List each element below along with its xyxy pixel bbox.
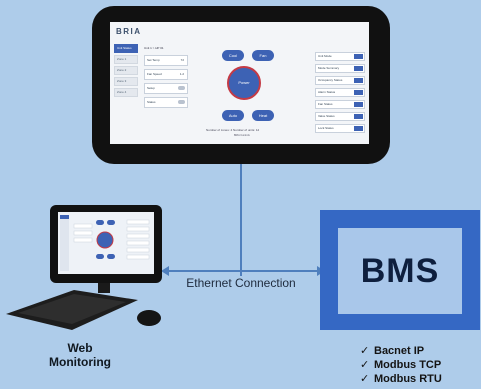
protocol-item: ✓ Bacnet IP	[360, 344, 442, 358]
keyboard-keys	[18, 294, 126, 324]
sidebar-item[interactable]: Zone 4	[114, 88, 138, 97]
status-item-label: Lock Status	[318, 126, 334, 130]
tablet-connector-line	[240, 164, 242, 276]
field-label: Status	[147, 100, 156, 104]
bms-inner-panel	[338, 228, 462, 314]
status-toggle[interactable]: Status	[144, 97, 188, 108]
web-label-line1: Web	[67, 341, 93, 355]
mini-status	[126, 254, 150, 260]
toggle-switch[interactable]	[178, 86, 185, 90]
ethernet-connector-line	[168, 270, 318, 272]
status-item[interactable]: Valve Status	[315, 112, 365, 121]
protocol-label: Modbus TCP	[374, 359, 442, 371]
mini-button	[96, 254, 104, 259]
protocol-label: Modbus RTU	[374, 373, 442, 385]
setup-toggle[interactable]: Setup	[144, 83, 188, 94]
screen-status-list: Unit Mode Mode Summary Occupancy Status …	[315, 52, 365, 136]
mini-button	[107, 254, 115, 259]
fan-speed-field[interactable]: Fan Speed 1.2	[144, 69, 188, 80]
sidebar-item[interactable]: Zone 3	[114, 77, 138, 86]
mini-sidebar	[60, 215, 69, 271]
status-item-label: Fan Status	[318, 102, 333, 106]
status-indicator	[354, 90, 363, 95]
sidebar-item[interactable]: Zone 2	[114, 66, 138, 75]
status-item[interactable]: Fan Status	[315, 100, 365, 109]
status-item[interactable]: Lock Status	[315, 124, 365, 133]
sidebar-item[interactable]: Unit Status	[114, 44, 138, 53]
status-item-label: Unit Mode	[318, 54, 332, 58]
status-item[interactable]: Mode Summary	[315, 64, 365, 73]
tablet-screen: BRIA Unit Status Zone 1 Zone 2 Zone 3 Zo…	[110, 22, 369, 144]
status-item[interactable]: Unit Mode	[315, 52, 365, 61]
status-item[interactable]: Occupancy Status	[315, 76, 365, 85]
ethernet-connection-label: Ethernet Connection	[186, 276, 296, 290]
field-value: 1.2	[179, 72, 184, 76]
status-indicator	[354, 54, 363, 59]
field-value: 72	[180, 58, 184, 62]
screen-sidebar: Unit Status Zone 1 Zone 2 Zone 3 Zone 4	[114, 44, 138, 99]
protocol-list: ✓ Bacnet IP ✓ Modbus TCP ✓ Modbus RTU	[360, 344, 442, 386]
status-item[interactable]: Alarm Status	[315, 88, 365, 97]
brand-logo: BRIA	[116, 27, 142, 36]
field-label: Set Temp	[147, 58, 160, 62]
toggle-switch[interactable]	[178, 100, 185, 104]
status-item-label: Mode Summary	[318, 66, 340, 70]
status-indicator	[354, 126, 363, 131]
web-label-line2: Monitoring	[49, 355, 111, 369]
mini-status	[126, 240, 150, 246]
screen-footer: Number of zones: 4 Number of units: 12	[206, 128, 260, 132]
check-icon: ✓	[360, 373, 370, 385]
status-indicator	[354, 78, 363, 83]
protocol-item: ✓ Modbus RTU	[360, 372, 442, 386]
field-label: Fan Speed	[147, 72, 162, 76]
check-icon: ✓	[360, 345, 370, 357]
bms-label: BMS	[360, 252, 440, 290]
status-indicator	[354, 102, 363, 107]
power-button[interactable]: Power	[227, 66, 261, 100]
cool-button[interactable]: Cool	[222, 50, 244, 61]
web-monitoring-label: Web Monitoring	[30, 341, 130, 369]
heat-button[interactable]: Heat	[252, 110, 274, 121]
mini-power	[96, 231, 114, 249]
mini-sidebar-active	[60, 215, 69, 219]
mini-field	[73, 223, 93, 229]
mini-status	[126, 247, 150, 253]
sidebar-item[interactable]: Zone 1	[114, 55, 138, 64]
mini-button	[107, 220, 115, 225]
status-indicator	[354, 114, 363, 119]
mini-button	[96, 220, 104, 225]
mini-status	[126, 233, 150, 239]
status-indicator	[354, 66, 363, 71]
status-item-label: Occupancy Status	[318, 78, 343, 82]
mini-status	[126, 219, 150, 225]
monitor-stand	[98, 283, 110, 293]
status-item-label: Alarm Status	[318, 90, 336, 94]
field-label: Setup	[147, 86, 155, 90]
arrow-left-icon	[161, 266, 169, 276]
screen-heading: Unit 1 > HP 01	[144, 46, 164, 50]
status-item-label: Valve Status	[318, 114, 335, 118]
screen-fields: Set Temp 72 Fan Speed 1.2 Setup Status	[144, 55, 188, 111]
protocol-item: ✓ Modbus TCP	[360, 358, 442, 372]
protocol-label: Bacnet IP	[374, 345, 425, 357]
mini-field	[73, 237, 93, 243]
mouse	[137, 310, 161, 326]
mini-status	[126, 226, 150, 232]
fan-button[interactable]: Fan	[252, 50, 274, 61]
set-temp-field[interactable]: Set Temp 72	[144, 55, 188, 66]
mini-field	[73, 230, 93, 236]
auto-button[interactable]: Auto	[222, 110, 244, 121]
check-icon: ✓	[360, 359, 370, 371]
screen-footer-brand: BRIA Controls	[234, 134, 250, 137]
